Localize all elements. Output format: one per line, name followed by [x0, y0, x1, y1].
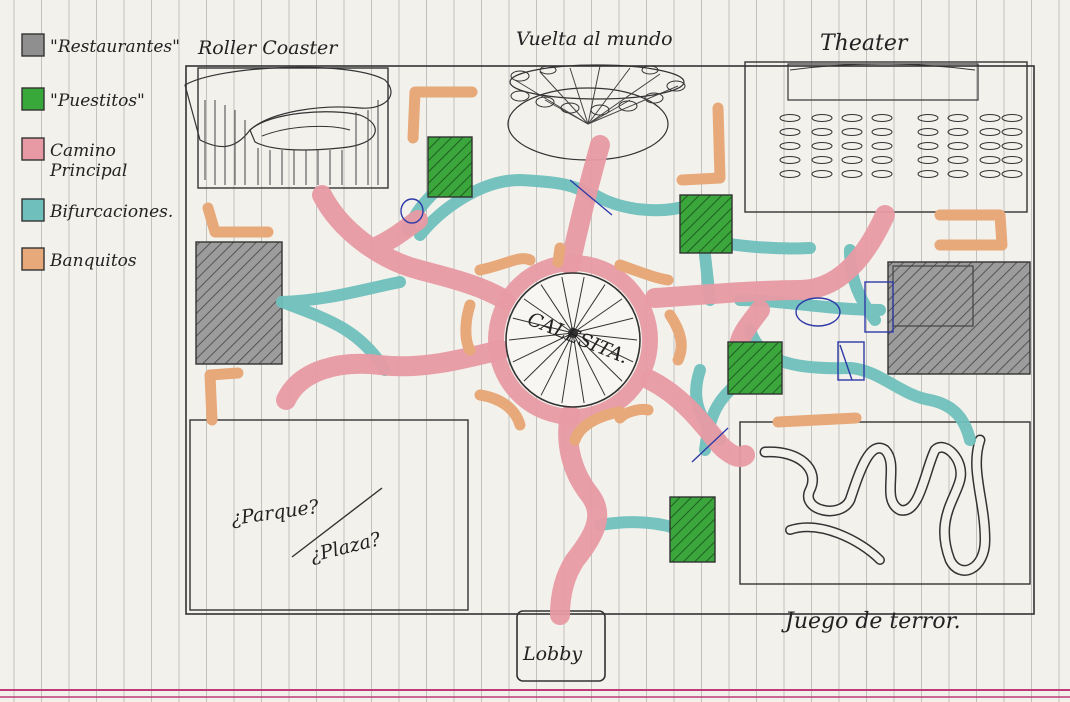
stall-middle-right	[727, 341, 783, 395]
legend-swatch	[21, 137, 45, 161]
label-plaza: ¿Plaza?	[308, 528, 384, 567]
park-boundary	[185, 65, 1035, 615]
legend-label: "Puestitos"	[50, 91, 145, 111]
stall-top-right	[679, 194, 733, 254]
stall-bottom	[669, 496, 716, 563]
carousel-ring	[488, 255, 658, 425]
park-plaza-divider	[291, 487, 383, 558]
ferris-wheel-area	[507, 64, 686, 161]
legend-label-line2: Principal	[49, 161, 127, 181]
label-lobby: Lobby	[522, 643, 582, 665]
legend-swatch	[21, 33, 45, 57]
roller-coaster-area	[184, 66, 392, 189]
legend: "Restaurantes" "Puestitos" CaminoPrincipal…	[21, 33, 180, 271]
legend-label: Bifurcaciones.	[49, 202, 173, 222]
legend-swatch	[21, 198, 45, 222]
stall-top-left	[427, 136, 473, 198]
pen-marks	[400, 179, 894, 463]
main-paths	[276, 135, 895, 625]
legend-swatch	[21, 247, 45, 271]
label-theater: Theater	[820, 31, 909, 56]
branch-paths	[276, 159, 976, 534]
legend-label: "Restaurantes"	[50, 37, 180, 57]
benches	[202, 86, 1008, 446]
legend-label: Camino	[50, 141, 116, 161]
stalls	[427, 136, 783, 563]
restaurant-left	[195, 241, 283, 365]
carousel-spokes	[508, 276, 638, 404]
legend-swatch	[21, 87, 45, 111]
label-ferris-wheel: Vuelta al mundo	[516, 28, 673, 50]
legend-label: Banquitos	[49, 251, 137, 271]
carousel-center	[568, 328, 578, 338]
label-roller-coaster: Roller Coaster	[197, 37, 339, 59]
horror-game-area	[739, 421, 1031, 585]
carousel-platform	[505, 272, 641, 408]
restaurant-right	[887, 261, 1031, 375]
label-horror-game: Juego de terror.	[781, 609, 961, 634]
theater-area	[744, 61, 1028, 213]
label-park: ¿Parque?	[230, 496, 321, 530]
park-plaza-area	[189, 419, 469, 611]
